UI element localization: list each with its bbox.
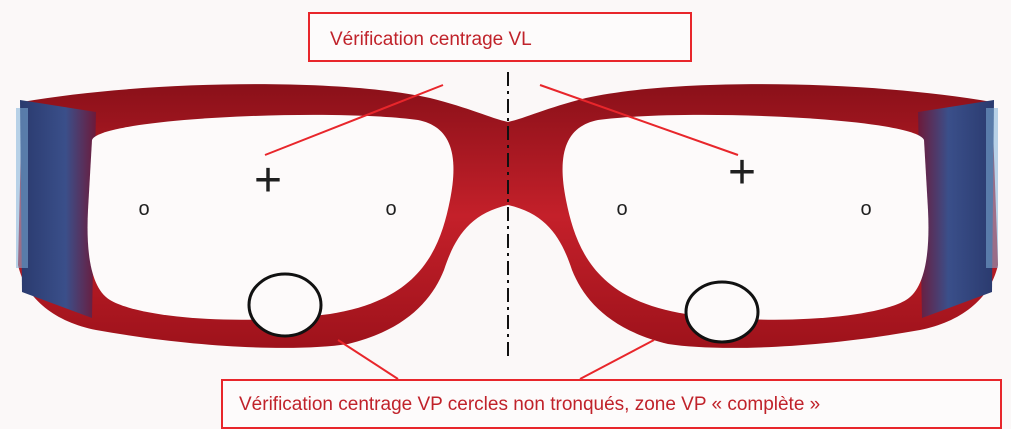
near-vision-check-label: Vérification centrage VP cercles non tro… — [221, 379, 1002, 429]
right-lens-inner-dot: o — [616, 198, 627, 220]
left-hinge — [16, 108, 28, 268]
right-hinge — [986, 108, 998, 268]
vp-pointer-left — [338, 340, 398, 379]
right-near-vision-circle — [686, 282, 758, 342]
left-lens-outer-dot: o — [138, 198, 149, 220]
left-centering-cross: + — [254, 154, 282, 207]
far-vision-check-label: Vérification centrage VL — [308, 12, 692, 62]
right-centering-cross: + — [728, 146, 756, 199]
right-lens-outer-dot: o — [860, 198, 871, 220]
left-temple — [20, 100, 96, 318]
right-temple — [918, 100, 994, 318]
left-lens-inner-dot: o — [385, 198, 396, 220]
left-near-vision-circle — [249, 274, 321, 336]
vp-pointer-right — [580, 340, 654, 379]
